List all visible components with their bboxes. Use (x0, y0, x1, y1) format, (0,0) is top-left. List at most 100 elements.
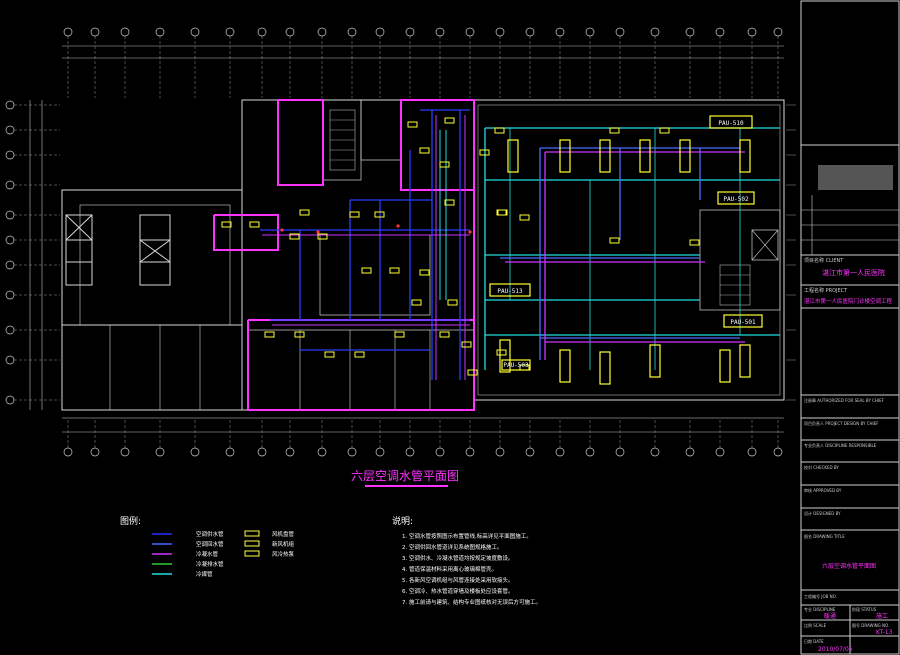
grid-bubble (5, 235, 15, 245)
grid-bubble (525, 27, 535, 37)
pau-unit-box (501, 359, 531, 371)
grid-bubble (225, 447, 235, 457)
grid-bubble (555, 27, 565, 37)
fan-coil-unit (221, 221, 232, 228)
drawing-no-label: 图号 DRAWING NO. (852, 622, 889, 628)
legend-item-label: 空调供水管 (196, 530, 224, 538)
status-label: 阶段 STATUS (852, 606, 877, 612)
legend-item-label: 风冷热泵 (272, 550, 295, 558)
fan-coil-unit (479, 149, 490, 156)
grid-bubble (317, 27, 327, 37)
note-line: 6. 空调冷、热水管道穿墙及楼板处应设套管。 (402, 587, 514, 595)
fan-coil-unit (294, 331, 305, 338)
grid-bubble (63, 27, 73, 37)
fan-coil-unit (497, 209, 508, 216)
pau-unit-box (723, 314, 763, 328)
pau-unit-box (717, 191, 755, 205)
grid-bubble (347, 27, 357, 37)
fan-coil-unit (299, 209, 310, 216)
drawing-title: 六层空调水管平面图 (351, 468, 459, 483)
auth-seal-label: 注册章 AUTHORIZED FOR SEAL BY CHIEF (804, 397, 885, 403)
air-handling-unit (639, 139, 651, 173)
note-line: 3. 空调供水、冷凝水管道均按规定坡度敷设。 (402, 554, 514, 562)
pau-unit-box (489, 283, 531, 297)
valve-marker (316, 230, 320, 234)
grid-bubble (5, 100, 15, 110)
air-handling-unit (499, 339, 511, 373)
note-line: 5. 各新风空调机组与风管连接处采用软接头。 (402, 576, 514, 584)
grid-bubble (155, 27, 165, 37)
grid-bubble (5, 180, 15, 190)
project-chief-label: 项目负责人 PROJECT DESIGN BY CHIEF (804, 420, 879, 426)
project-name: 湛江市第一人民医院门诊楼空调工程 (804, 297, 893, 305)
grid-bubble (685, 27, 695, 37)
approved-label: 审核 APPROVED BY (804, 487, 842, 493)
company-logo (818, 165, 893, 190)
grid-bubble (190, 447, 200, 457)
legend-item-label: 空调回水管 (196, 540, 224, 548)
title-block-drawing-title: 六层空调水管平面图 (822, 562, 876, 570)
pau-unit-label: PAU-503 (503, 362, 529, 369)
fan-coil-unit (519, 214, 530, 221)
note-line: 2. 空调供回水管道详见系统图规格施工。 (402, 543, 503, 551)
air-handling-unit (739, 344, 751, 378)
pau-unit-label: PAU-510 (718, 120, 744, 127)
grid-bubble (615, 447, 625, 457)
grid-bubble (5, 210, 15, 220)
notes-list: 1. 空调水管按照图示布置管线,标高详见平面图施工。2. 空调供回水管道详见系统… (402, 532, 541, 606)
fan-coil-unit (461, 341, 472, 348)
grid-bubble (495, 447, 505, 457)
checked-label: 校对 CHECKED BY (804, 464, 839, 470)
grid-bubble (347, 447, 357, 457)
note-line: 7. 施工前请与建筑、结构专业图纸核对无误后方可施工。 (402, 598, 541, 606)
zone-boundaries (213, 99, 475, 411)
discipline-label: 专业 DISCIPLINE (804, 606, 836, 612)
date-value: 2010/07/05 (818, 646, 853, 653)
grid-bubble (120, 447, 130, 457)
legend-item-label: 冷凝排水管 (196, 560, 224, 568)
air-handling-unit (739, 139, 751, 173)
grid-bubble (650, 447, 660, 457)
fan-coil-unit (444, 117, 455, 124)
grid-bubble (773, 447, 783, 457)
fan-coil-unit (361, 267, 372, 274)
air-handling-unit (559, 139, 571, 173)
legend-symbol-sample (244, 550, 260, 557)
air-handling-unit (719, 349, 731, 383)
fan-coil-unit (689, 239, 700, 246)
grid-bubble (5, 150, 15, 160)
axis-grid (5, 27, 796, 457)
grid-bubble (5, 355, 15, 365)
legend-item-label: 新风机组 (272, 540, 295, 548)
legend-item-label: 风机盘管 (272, 530, 295, 538)
grid-bubble (90, 447, 100, 457)
air-handling-unit (679, 139, 691, 173)
grid-bubble (525, 447, 535, 457)
fan-coil-unit (411, 299, 422, 306)
air-handling-unit (599, 351, 611, 385)
fan-coil-unit (609, 237, 620, 244)
legend-title: 图例: (120, 515, 141, 527)
designed-label: 设计 DESIGNED BY (804, 510, 841, 516)
grid-bubble (225, 27, 235, 37)
scale-label: 比例 SCALE (804, 622, 827, 628)
pau-unit-label: PAU-513 (497, 288, 523, 295)
fan-coil-unit (249, 221, 260, 228)
fan-coil-unit (394, 331, 405, 338)
grid-bubble (5, 290, 15, 300)
fan-coil-unit (324, 351, 335, 358)
fan-coil-unit (419, 269, 430, 276)
grid-bubble (155, 447, 165, 457)
project-label: 工程名称 PROJECT (804, 287, 848, 294)
fan-coil-unit (349, 211, 360, 218)
valve-marker (396, 224, 400, 228)
fan-coil-unit (496, 349, 507, 356)
drawing-title-label: 图名 DRAWING TITLE (804, 533, 845, 539)
fan-coil-unit (264, 331, 275, 338)
date-label: 日期 DATE (804, 638, 824, 644)
grid-bubble (285, 447, 295, 457)
grid-bubble (747, 27, 757, 37)
client-name: 湛江市第一人民医院 (822, 268, 885, 277)
grid-bubble (773, 27, 783, 37)
